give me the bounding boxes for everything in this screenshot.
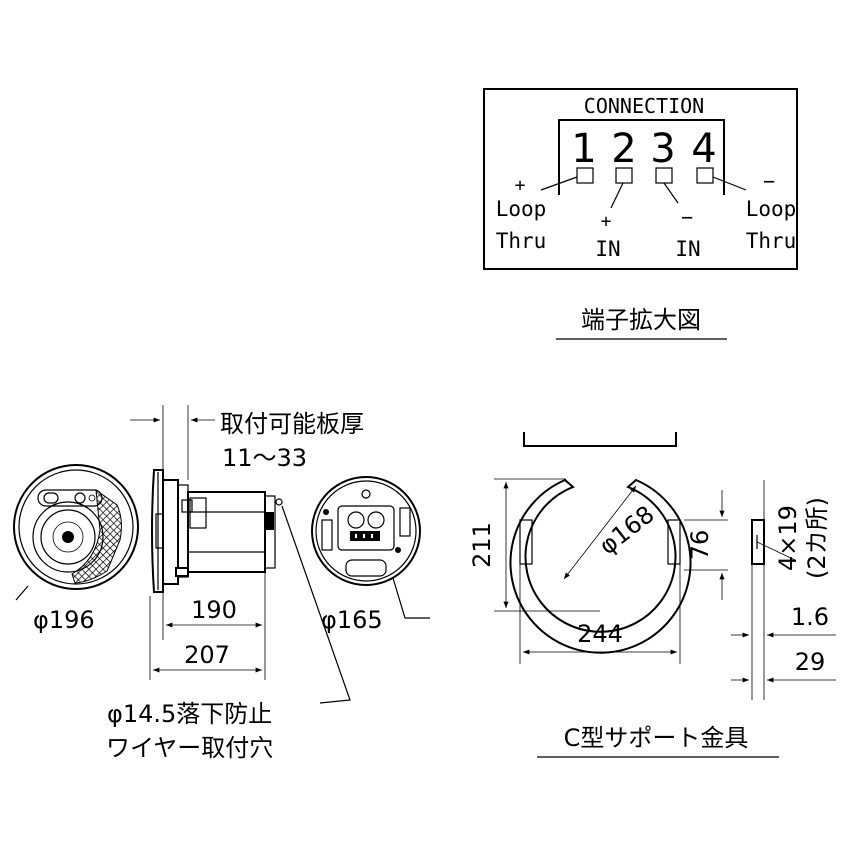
terminal-number-2: 2 — [611, 126, 636, 172]
label-loop-plus-1: Loop — [496, 197, 547, 221]
depth-body-label: 190 — [191, 596, 237, 624]
terminal-number-1: 1 — [571, 126, 596, 172]
c-bracket-view: φ168 211 244 76 4×19 (2カ所) 1.6 29 C型サポート… — [468, 432, 836, 758]
terminal-number-3: 3 — [650, 126, 675, 172]
leader-in-minus — [663, 182, 679, 204]
plate-thickness-label: 取付可能板厚 — [220, 410, 364, 438]
bracket-slot-size: 4×19 — [774, 505, 802, 571]
speaker-side-view: 取付可能板厚 11〜33 190 207 φ14.5落下防止 ワイヤー取付穴 — [106, 405, 364, 762]
connection-detail: CONNECTION 1 2 3 4 + Loop Thru + IN − IN… — [483, 88, 798, 340]
depth-total-label: 207 — [184, 641, 230, 669]
terminal-block-outline — [558, 119, 725, 195]
bracket-side-view — [751, 519, 765, 565]
bracket-inner-diameter: φ168 — [594, 500, 660, 560]
leader-in-plus — [610, 182, 624, 209]
speaker-front-view: φ196 — [13, 464, 139, 634]
plate-thickness-range: 11〜33 — [222, 444, 307, 472]
speaker-rear-view: φ165 — [311, 476, 430, 634]
terminal-1 — [576, 167, 594, 184]
rear-diameter-label: φ165 — [321, 606, 383, 634]
terminal-number-4: 4 — [691, 126, 716, 172]
bracket-slot-height-label: 76 — [686, 530, 714, 561]
bracket-c-ring — [509, 478, 692, 654]
bracket-height-label: 211 — [468, 522, 496, 568]
label-in-plus-sign: + — [601, 211, 612, 232]
label-loop-minus-sign: − — [763, 169, 775, 193]
connection-caption: 端子拡大図 — [581, 306, 701, 334]
leader-loop-minus — [712, 176, 747, 191]
bracket-top-view — [523, 432, 677, 447]
label-loop-minus-1: Loop — [746, 197, 797, 221]
bracket-slot-count: (2カ所) — [803, 497, 831, 579]
wire-hole-label-1: φ14.5落下防止 — [107, 700, 272, 728]
front-diameter-label: φ196 — [33, 606, 95, 634]
leader-loop-plus — [540, 176, 578, 191]
label-loop-minus-2: Thru — [746, 229, 797, 253]
terminal-4 — [696, 167, 714, 184]
label-in-minus-sign: − — [681, 205, 693, 229]
speaker-flange — [151, 469, 164, 593]
label-loop-plus-sign: + — [515, 175, 526, 196]
label-loop-plus-2: Thru — [496, 229, 547, 253]
terminal-2 — [615, 167, 633, 184]
terminal-numbers: 1 2 3 4 — [571, 126, 716, 172]
label-in-minus: IN — [675, 237, 700, 261]
label-in-plus: IN — [595, 237, 620, 261]
connection-frame — [483, 88, 798, 270]
bracket-caption: C型サポート金具 — [564, 724, 749, 752]
bracket-depth-label: 29 — [795, 648, 826, 676]
connection-title: CONNECTION — [584, 94, 704, 118]
bracket-thickness-label: 1.6 — [791, 603, 829, 631]
bracket-width-label: 244 — [577, 620, 623, 648]
wire-hole-label-2: ワイヤー取付穴 — [106, 734, 273, 762]
